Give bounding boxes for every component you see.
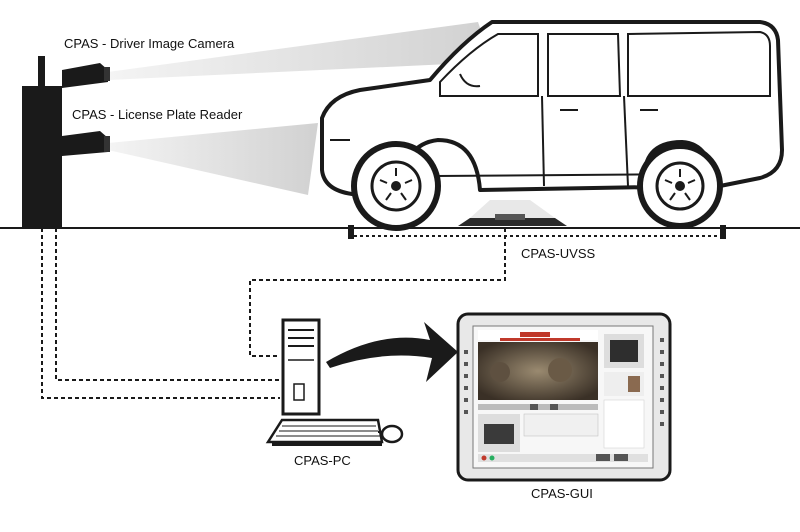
- plate-reader-to-pc-line: [55, 228, 280, 381]
- uvss-label: CPAS-UVSS: [521, 246, 596, 261]
- data-flow-arrow-icon: [326, 322, 458, 382]
- gui-label: CPAS-GUI: [531, 486, 593, 501]
- driver-camera-to-pc-line: [41, 228, 280, 399]
- uvss-to-pc-line: [249, 228, 506, 357]
- uvss-scanner-icon: [458, 200, 567, 226]
- rear-wheel-icon: [637, 143, 723, 229]
- vehicle-details: [330, 30, 771, 187]
- plate-reader-label: CPAS - License Plate Reader: [72, 107, 243, 122]
- mouse-icon: [378, 424, 404, 444]
- connection-lines: [41, 228, 506, 399]
- driver-camera-icon: [62, 63, 110, 88]
- driver-camera-label: CPAS - Driver Image Camera: [64, 36, 235, 51]
- camera-pole: [22, 56, 62, 228]
- keyboard-icon: [265, 418, 384, 446]
- pc-label: CPAS-PC: [294, 453, 351, 468]
- front-wheel-icon: [351, 141, 441, 231]
- plate-reader-beam: [108, 123, 318, 195]
- uvss-span: [348, 225, 726, 239]
- gui-screen-content: [478, 330, 648, 462]
- plate-reader-icon: [62, 131, 110, 156]
- driver-camera-beam: [108, 22, 492, 80]
- pc-tower-icon: [281, 318, 321, 416]
